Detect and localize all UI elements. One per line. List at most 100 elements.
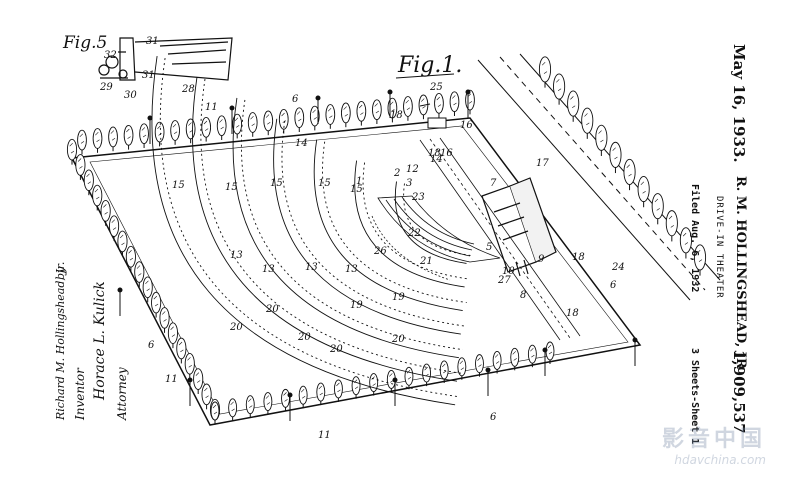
attorney-word: Attorney [115, 367, 129, 421]
lamppost-icon [392, 377, 398, 406]
ref-numeral: 31 [146, 36, 159, 47]
tree-icon [66, 138, 78, 165]
ref-numeral: 23 [411, 192, 425, 203]
lot-labels: 6666111111171616181818182524232221262710… [148, 82, 625, 441]
row-label: 19 [392, 292, 405, 303]
ref-numeral: 8 [520, 290, 526, 301]
tree-icon [637, 175, 650, 208]
tree-icon [369, 373, 379, 396]
tree-icon [245, 395, 255, 418]
parking-ramp [151, 56, 456, 406]
ref-numeral: 27 [497, 275, 511, 286]
row-label: 13 [262, 264, 275, 275]
parking-ramp [394, 181, 467, 264]
ref-numeral: 7 [490, 178, 497, 189]
lamppost-icon [117, 287, 123, 316]
ramp-stall-marks [241, 99, 463, 351]
ref-numeral: 32 [104, 50, 117, 61]
tree-icon [83, 169, 94, 196]
patent-date: May 16, 1933. [730, 44, 748, 163]
tree-icon [404, 366, 414, 390]
ramp-stall-marks [322, 141, 467, 303]
ref-numeral: 26 [373, 246, 387, 257]
tree-icon [418, 94, 429, 120]
tree-icon [216, 115, 227, 140]
filed-date: Filed Aug. 6, 1932 [689, 184, 700, 293]
row-label: 15 [172, 180, 185, 191]
tree-icon [527, 344, 537, 368]
ref-numeral: 18 [572, 252, 585, 263]
tree-icon [356, 100, 367, 126]
row-label: 13 [305, 262, 318, 273]
tree-icon [139, 123, 149, 148]
ref-numeral: 6 [292, 94, 299, 105]
row-label: 20 [391, 334, 405, 345]
entrance-booth [419, 103, 447, 129]
row-label: 15 [318, 178, 331, 189]
by-word: by [54, 266, 67, 280]
tree-icon [201, 383, 212, 410]
tree-icon [581, 107, 594, 139]
service-lane [419, 137, 581, 341]
tree-icon [232, 113, 243, 139]
tree-icon [351, 376, 361, 399]
tree-icon [170, 120, 180, 145]
tree-icon [278, 108, 289, 134]
tree-row-bottom [210, 341, 555, 424]
tree-icon [475, 354, 484, 377]
tree-icon [123, 124, 134, 150]
ref-numeral: 24 [611, 262, 625, 273]
ramp-stall-marks [200, 78, 462, 374]
tree-icon [538, 56, 552, 88]
parking-ramp [354, 160, 465, 288]
tree-icon [92, 184, 103, 211]
ref-numeral: 25 [429, 82, 443, 93]
fig5-detail [98, 37, 233, 81]
tree-icon [117, 230, 128, 257]
row-label: 14 [430, 154, 443, 165]
tree-icon [263, 110, 274, 136]
tree-icon [294, 107, 305, 132]
ref-numeral: 6 [148, 340, 155, 351]
seating-area [371, 195, 501, 281]
tree-icon [434, 92, 444, 118]
tree-icon [100, 200, 111, 226]
tree-icon [109, 215, 120, 242]
tree-icon [263, 392, 273, 415]
ref-numeral: 22 [407, 228, 421, 239]
tree-icon [449, 91, 460, 116]
ref-numeral: 29 [99, 82, 113, 93]
tree-icon [193, 368, 204, 395]
watermark: 影音中国 hdavchina.com [662, 421, 766, 467]
row-label: 19 [350, 300, 363, 311]
row-label: 20 [265, 304, 279, 315]
row-label: 15 [270, 178, 283, 189]
tree-icon [422, 363, 432, 387]
agent-signature: Horace L. Kulick [92, 281, 108, 401]
tree-icon [228, 398, 238, 421]
ref-numeral: 16 [440, 148, 453, 159]
tree-icon [333, 379, 343, 402]
tree-icon [595, 124, 608, 156]
tree-icon [154, 121, 165, 147]
tree-icon [510, 347, 520, 371]
row-label: 13 [230, 250, 243, 261]
ref-numeral: 18 [428, 148, 441, 159]
tree-icon [151, 291, 162, 318]
tree-icon [309, 105, 320, 131]
parking-ramp [273, 118, 461, 335]
lamppost-icon [147, 115, 153, 144]
row-label: 15 [350, 184, 363, 195]
inventor-word: Inventor [73, 367, 87, 421]
ref-numeral: 5 [486, 242, 492, 253]
ref-numeral: 6 [490, 412, 497, 423]
ref-numeral: 18 [566, 308, 579, 319]
lamppost-icon [542, 347, 548, 376]
tree-icon [623, 158, 636, 191]
lamppost-icon [632, 337, 638, 366]
tree-icon [176, 337, 187, 364]
ref-numeral: 21 [419, 256, 433, 267]
tree-icon [167, 322, 178, 349]
ref-numeral: 3 [406, 178, 412, 189]
